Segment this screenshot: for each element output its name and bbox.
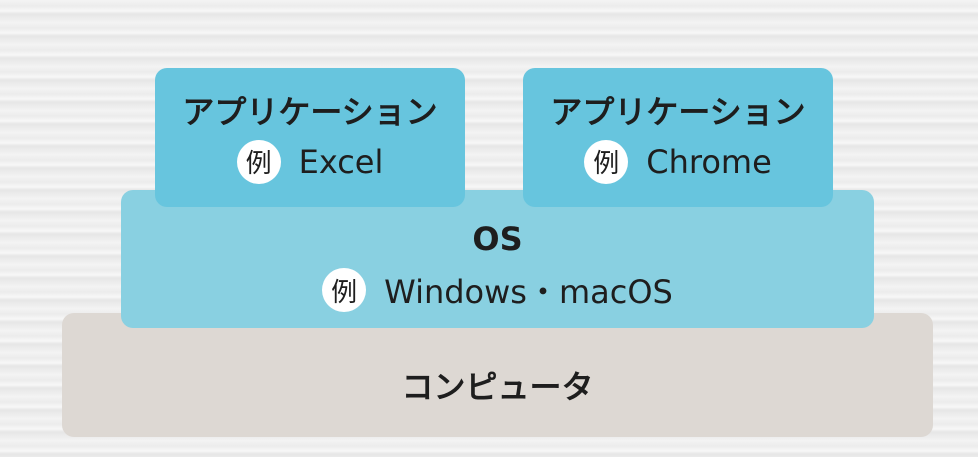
application-title: アプリケーション	[550, 92, 806, 131]
computer-box: コンピュータ	[62, 313, 933, 437]
example-text: Excel	[298, 142, 384, 181]
application-box-chrome: アプリケーション 例 Chrome	[523, 68, 833, 207]
example-badge: 例	[584, 139, 629, 184]
example-text: Chrome	[646, 142, 772, 181]
example-badge: 例	[236, 139, 281, 184]
application-title: アプリケーション	[182, 92, 438, 131]
computer-title: コンピュータ	[401, 368, 594, 406]
application-box-excel: アプリケーション 例 Excel	[155, 68, 465, 207]
os-title: OS	[472, 220, 523, 258]
os-box: OS 例 Windows・macOS	[121, 190, 874, 328]
example-row: 例 Chrome	[584, 139, 772, 184]
example-badge: 例	[322, 268, 367, 312]
example-text: Windows・macOS	[384, 273, 673, 311]
example-row: 例 Windows・macOS	[322, 267, 673, 313]
example-row: 例 Excel	[236, 139, 384, 184]
